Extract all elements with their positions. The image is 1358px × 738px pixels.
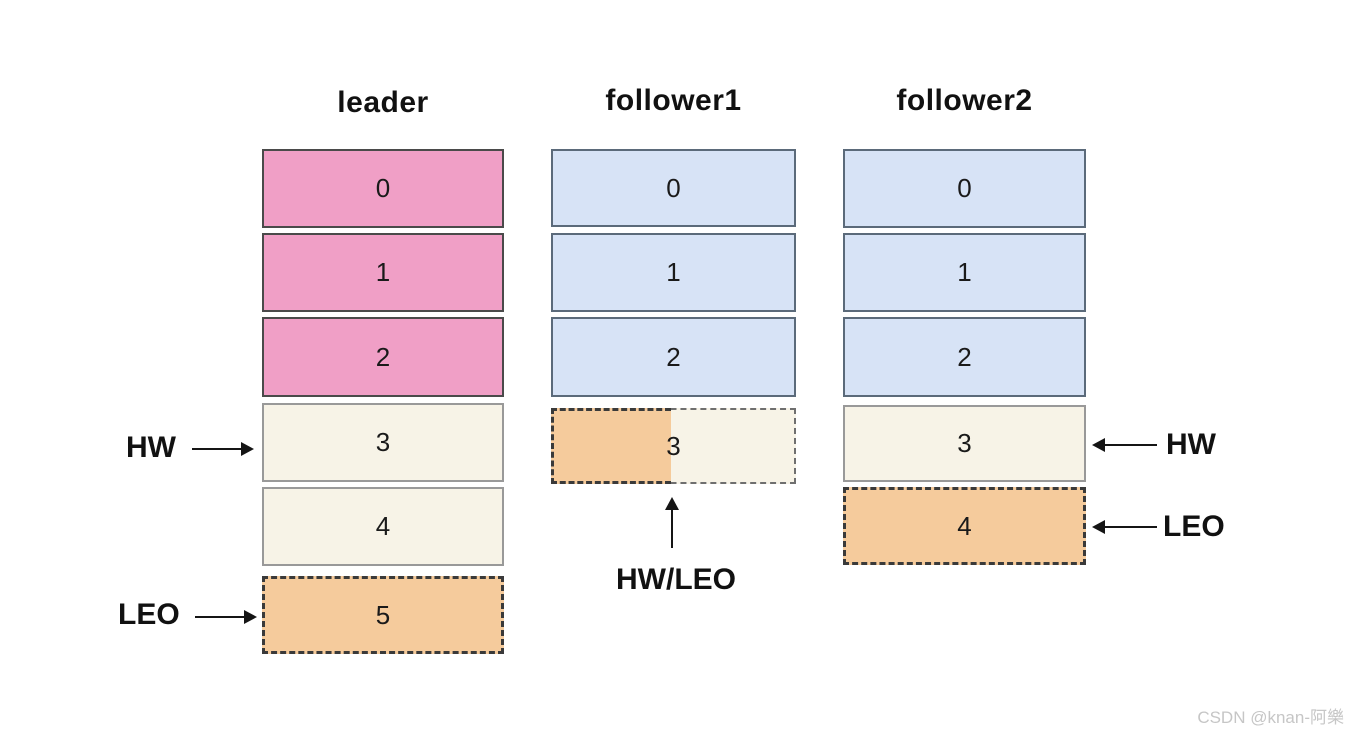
column-title-leader: leader — [337, 86, 429, 119]
follower1-block-0: 0 — [551, 149, 796, 227]
follower2-block-1-label: 1 — [957, 257, 972, 287]
leader-block-3-label: 3 — [375, 427, 391, 457]
follower2-hw-arrow — [1092, 438, 1157, 452]
follower2-block-0-label: 0 — [957, 173, 972, 203]
follower2-block-3-label: 3 — [957, 428, 972, 458]
leader-block-4-label: 4 — [375, 511, 391, 541]
leader-leo-arrow — [195, 610, 257, 624]
follower2-block-4: 4 — [843, 487, 1086, 565]
leader-hw-arrow — [192, 442, 254, 456]
follower2-block-2: 2 — [843, 317, 1086, 397]
arrow-shaft — [195, 616, 246, 618]
follower1-block-3-leo-fill — [551, 408, 671, 484]
follower2-block-1: 1 — [843, 233, 1086, 312]
follower1-block-0-label: 0 — [666, 172, 681, 203]
follower1-block-2: 2 — [551, 317, 796, 397]
follower1-block-3-label: 3 — [666, 430, 681, 461]
leader-block-5-label: 5 — [375, 599, 391, 630]
arrow-head-left-icon — [1092, 520, 1105, 534]
follower1-block-1-label: 1 — [666, 257, 681, 287]
leader-block-0-label: 0 — [375, 173, 391, 203]
arrow-shaft — [1103, 444, 1157, 446]
follower2-leo-arrow — [1092, 520, 1157, 534]
leader-leo-label: LEO — [118, 598, 180, 631]
follower2-block-2-label: 2 — [957, 341, 972, 372]
leader-block-1: 1 — [262, 233, 504, 312]
leader-hw-label: HW — [126, 431, 176, 464]
arrow-head-right-icon — [241, 442, 254, 456]
leader-block-0: 0 — [262, 149, 504, 228]
arrow-head-right-icon — [244, 610, 257, 624]
arrow-shaft — [192, 448, 243, 450]
follower1-block-3: 3 — [551, 408, 796, 484]
arrow-head-up-icon — [665, 497, 679, 510]
column-title-follower1: follower1 — [605, 84, 742, 117]
follower2-block-0: 0 — [843, 149, 1086, 228]
follower2-block-3: 3 — [843, 405, 1086, 482]
follower1-block-1: 1 — [551, 233, 796, 312]
follower1-hw-leo-label: HW/LEO — [616, 563, 736, 596]
leader-block-2: 2 — [262, 317, 504, 397]
leader-block-3: 3 — [262, 403, 504, 482]
leader-block-2-label: 2 — [375, 341, 391, 372]
follower2-hw-label: HW — [1166, 428, 1216, 461]
leader-block-1-label: 1 — [375, 257, 391, 287]
arrow-shaft — [1103, 526, 1157, 528]
column-title-follower2: follower2 — [896, 84, 1033, 117]
follower1-block-2-label: 2 — [666, 341, 681, 372]
leader-block-4: 4 — [262, 487, 504, 566]
arrow-shaft — [671, 508, 673, 548]
leader-block-5: 5 — [262, 576, 504, 654]
follower1-hw-leo-arrow — [665, 497, 679, 548]
follower2-leo-label: LEO — [1163, 510, 1225, 543]
csdn-watermark: CSDN @knan-阿樂 — [1197, 708, 1344, 727]
arrow-head-left-icon — [1092, 438, 1105, 452]
follower2-block-4-label: 4 — [957, 510, 972, 541]
